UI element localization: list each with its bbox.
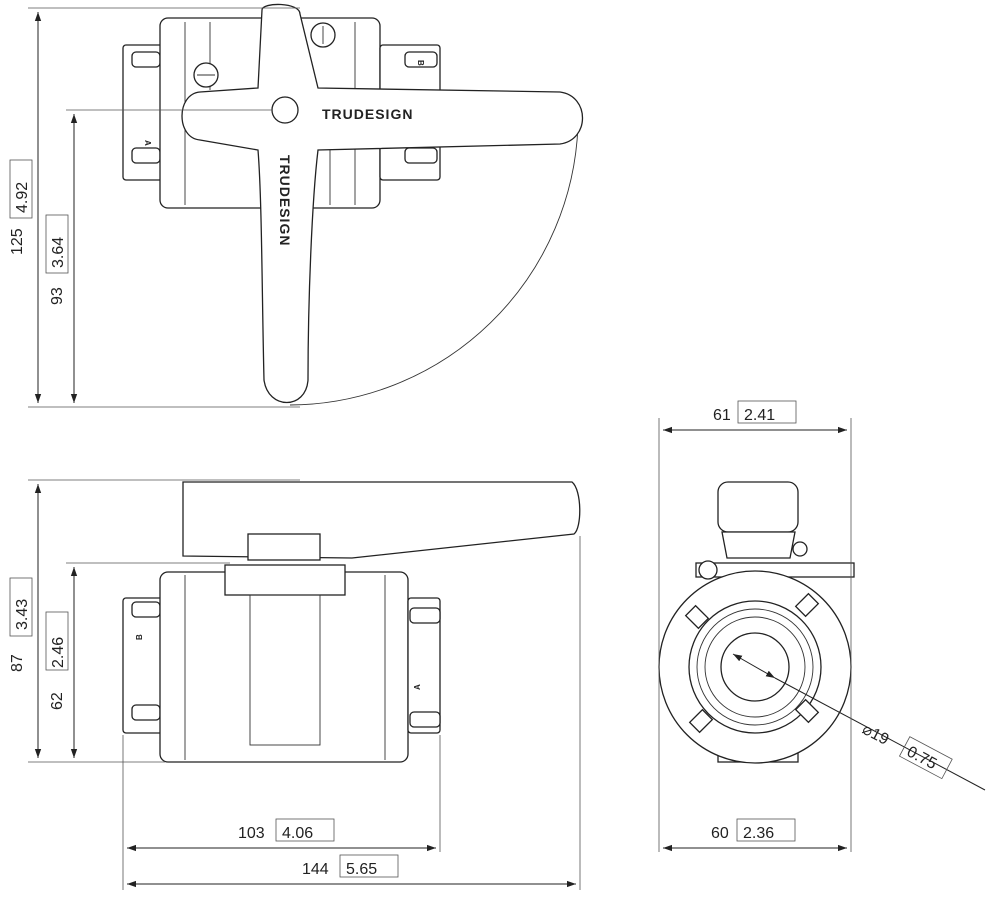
handle-swing-arc xyxy=(289,124,579,406)
port-label-b-side: B xyxy=(135,634,144,640)
svg-text:3.43: 3.43 xyxy=(14,599,31,630)
svg-text:62: 62 xyxy=(49,692,66,710)
dim-label-103: 103 4.06 xyxy=(238,818,335,842)
handle-logo-horizontal: TRUDESIGN xyxy=(322,106,413,122)
side-view: B A 87 3.43 62 2.46 103 4.06 xyxy=(9,479,581,890)
handle-logo-vertical: TRUDESIGN xyxy=(277,155,293,246)
svg-text:60: 60 xyxy=(711,825,729,842)
top-view: B A TRUDESIGN TRUDESIGN 125 4.92 93 3.64 xyxy=(9,3,583,408)
svg-text:5.65: 5.65 xyxy=(346,861,377,878)
end-view-handle xyxy=(695,481,855,580)
svg-text:3.64: 3.64 xyxy=(50,237,67,268)
svg-text:87: 87 xyxy=(9,654,26,672)
svg-text:2.41: 2.41 xyxy=(744,407,775,424)
svg-text:144: 144 xyxy=(302,861,329,878)
svg-text:0.75: 0.75 xyxy=(904,743,940,773)
svg-text:4.06: 4.06 xyxy=(282,825,313,842)
svg-text:⌀19: ⌀19 xyxy=(859,721,891,749)
dim-label-93: 93 3.64 xyxy=(45,214,69,305)
svg-text:4.92: 4.92 xyxy=(14,182,31,213)
dim-label-87: 87 3.43 xyxy=(9,577,33,672)
svg-text:61: 61 xyxy=(713,407,731,424)
dim-label-60: 60 2.36 xyxy=(711,818,796,842)
bore-diameter-leader xyxy=(732,653,776,679)
dim-label-125: 125 4.92 xyxy=(9,159,33,255)
side-view-handle xyxy=(182,481,581,561)
t-handle: TRUDESIGN TRUDESIGN xyxy=(181,3,583,404)
port-label-b-top: B xyxy=(416,60,425,66)
svg-text:2.46: 2.46 xyxy=(50,637,67,668)
svg-text:125: 125 xyxy=(9,228,26,255)
dim-label-61: 61 2.41 xyxy=(713,400,797,424)
port-label-a-side: A xyxy=(413,684,422,690)
dim-label-62: 62 2.46 xyxy=(45,611,69,710)
port-label-a-top: A xyxy=(143,140,152,146)
svg-text:103: 103 xyxy=(238,825,265,842)
svg-text:2.36: 2.36 xyxy=(743,825,774,842)
dim-label-144: 144 5.65 xyxy=(302,854,399,878)
end-view: ⌀19 0.75 61 2.41 60 2.36 xyxy=(658,400,986,852)
side-view-body: B A xyxy=(122,564,441,763)
svg-text:93: 93 xyxy=(49,287,66,305)
